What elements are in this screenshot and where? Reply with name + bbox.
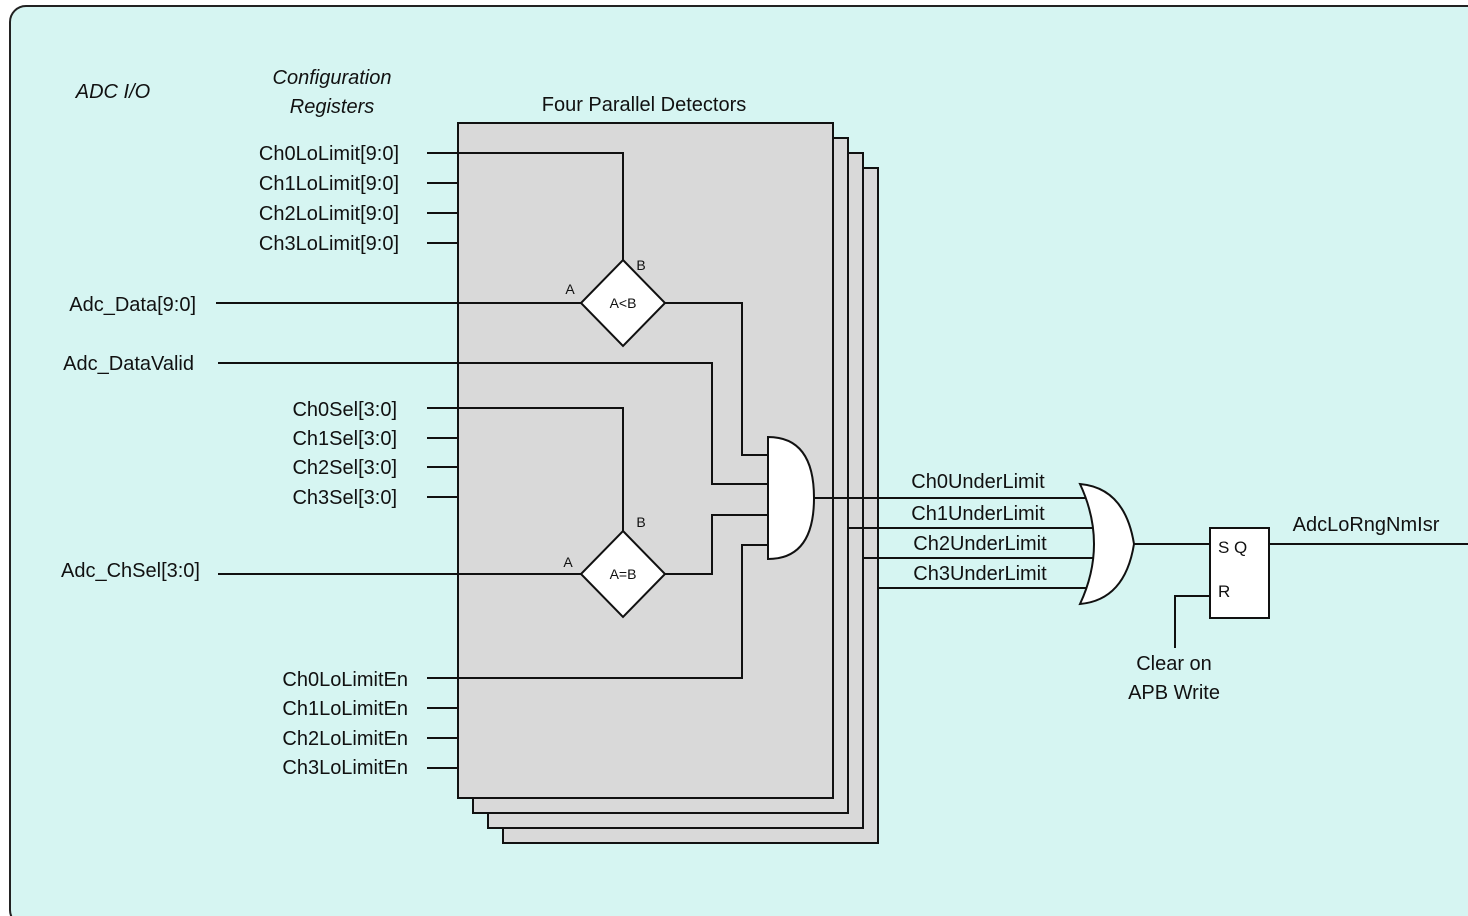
adc-data-label: Adc_Data[9:0] <box>69 294 196 316</box>
clear-wire <box>1174 595 1210 648</box>
adc-chsel-label: Adc_ChSel[3:0] <box>61 560 200 582</box>
equal-input-a-label: A <box>563 554 573 570</box>
ch0-lolimit-wire <box>427 152 624 260</box>
flipflop-sq-label: S Q <box>1218 538 1247 557</box>
ch3-lolimit-label: Ch3LoLimit[9:0] <box>259 233 399 255</box>
ch3-sel-label: Ch3Sel[3:0] <box>292 487 397 509</box>
adc-io-header: ADC I/O <box>75 81 150 103</box>
output-label: AdcLoRngNmIsr <box>1293 514 1440 536</box>
ch1-lolimit-en-label: Ch1LoLimitEn <box>282 698 408 720</box>
less-than-output-wire <box>665 302 768 456</box>
less-than-op-label: A<B <box>610 295 637 311</box>
ch0-sel-wire <box>427 407 624 531</box>
ch1-lolimit-label: Ch1LoLimit[9:0] <box>259 173 399 195</box>
ch0-underlimit-label: Ch0UnderLimit <box>911 471 1045 493</box>
equal-comparator <box>579 529 667 619</box>
ch2-lolimit-en-label: Ch2LoLimitEn <box>282 728 408 750</box>
ch1-sel-label: Ch1Sel[3:0] <box>292 428 397 450</box>
ch3-lolimit-en-label: Ch3LoLimitEn <box>282 757 408 779</box>
ch0-lolimit-label: Ch0LoLimit[9:0] <box>259 143 399 165</box>
equal-output-wire <box>665 514 768 575</box>
adc-data-valid-wire <box>218 362 768 485</box>
ch2-underlimit-label: Ch2UnderLimit <box>913 533 1047 555</box>
ch2-sel-label: Ch2Sel[3:0] <box>292 457 397 479</box>
config-registers-header-line2: Registers <box>290 96 374 118</box>
clear-label-line1: Clear on <box>1136 653 1212 675</box>
ch0-sel-label: Ch0Sel[3:0] <box>292 399 397 421</box>
or-gate <box>1078 482 1136 606</box>
config-registers-header-line1: Configuration <box>273 67 392 89</box>
equal-op-label: A=B <box>610 566 637 582</box>
less-than-input-a-label: A <box>565 281 575 297</box>
detectors-header: Four Parallel Detectors <box>542 94 747 116</box>
clear-label-line2: APB Write <box>1128 682 1220 704</box>
flipflop-r-label: R <box>1218 582 1230 601</box>
adc-data-valid-label: Adc_DataValid <box>63 353 194 375</box>
equal-input-b-label: B <box>636 514 645 530</box>
less-than-comparator <box>579 258 667 348</box>
ch0-lolimit-en-label: Ch0LoLimitEn <box>282 669 408 691</box>
ch1-underlimit-label: Ch1UnderLimit <box>911 503 1045 525</box>
ch3-underlimit-label: Ch3UnderLimit <box>913 563 1047 585</box>
less-than-input-b-label: B <box>636 257 645 273</box>
sr-flipflop <box>1209 527 1270 619</box>
ch2-lolimit-label: Ch2LoLimit[9:0] <box>259 203 399 225</box>
ch0-lolimit-en-wire <box>427 544 768 679</box>
